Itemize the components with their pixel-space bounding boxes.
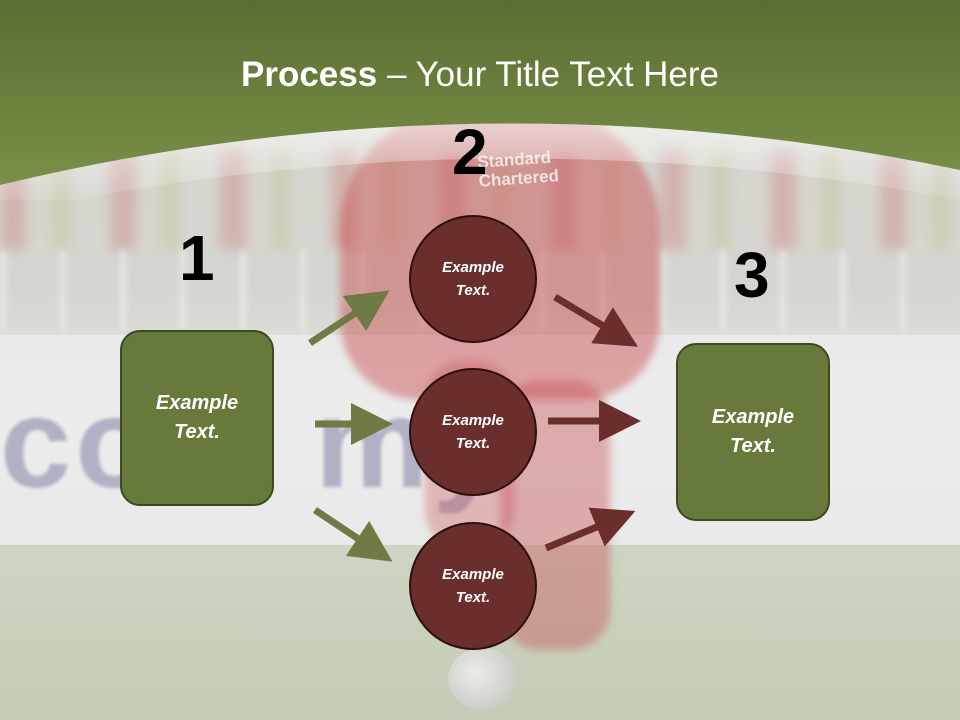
- step-2-circle-top[interactable]: Example Text.: [409, 215, 537, 343]
- slide-title: Process – Your Title Text Here: [0, 55, 960, 95]
- step-3-box[interactable]: Example Text.: [676, 343, 830, 521]
- step-1-box[interactable]: Example Text.: [120, 330, 274, 506]
- header-band: [0, 0, 960, 200]
- slide-title-bold: Process: [241, 55, 378, 94]
- step-number-3: 3: [734, 239, 770, 311]
- step-number-1: 1: [179, 222, 215, 294]
- arrow-2-to-3-bottom: [544, 507, 636, 552]
- football: [448, 648, 518, 710]
- arrow-2-to-3-top: [553, 293, 639, 347]
- arrow-1-to-2-top: [308, 290, 390, 346]
- arrow-1-to-2-bottom: [313, 507, 393, 562]
- step-2-circle-middle[interactable]: Example Text.: [409, 368, 537, 496]
- slide-title-rest: – Your Title Text Here: [377, 55, 719, 94]
- step-2-circle-bottom[interactable]: Example Text.: [409, 522, 537, 650]
- step-number-2: 2: [452, 116, 488, 188]
